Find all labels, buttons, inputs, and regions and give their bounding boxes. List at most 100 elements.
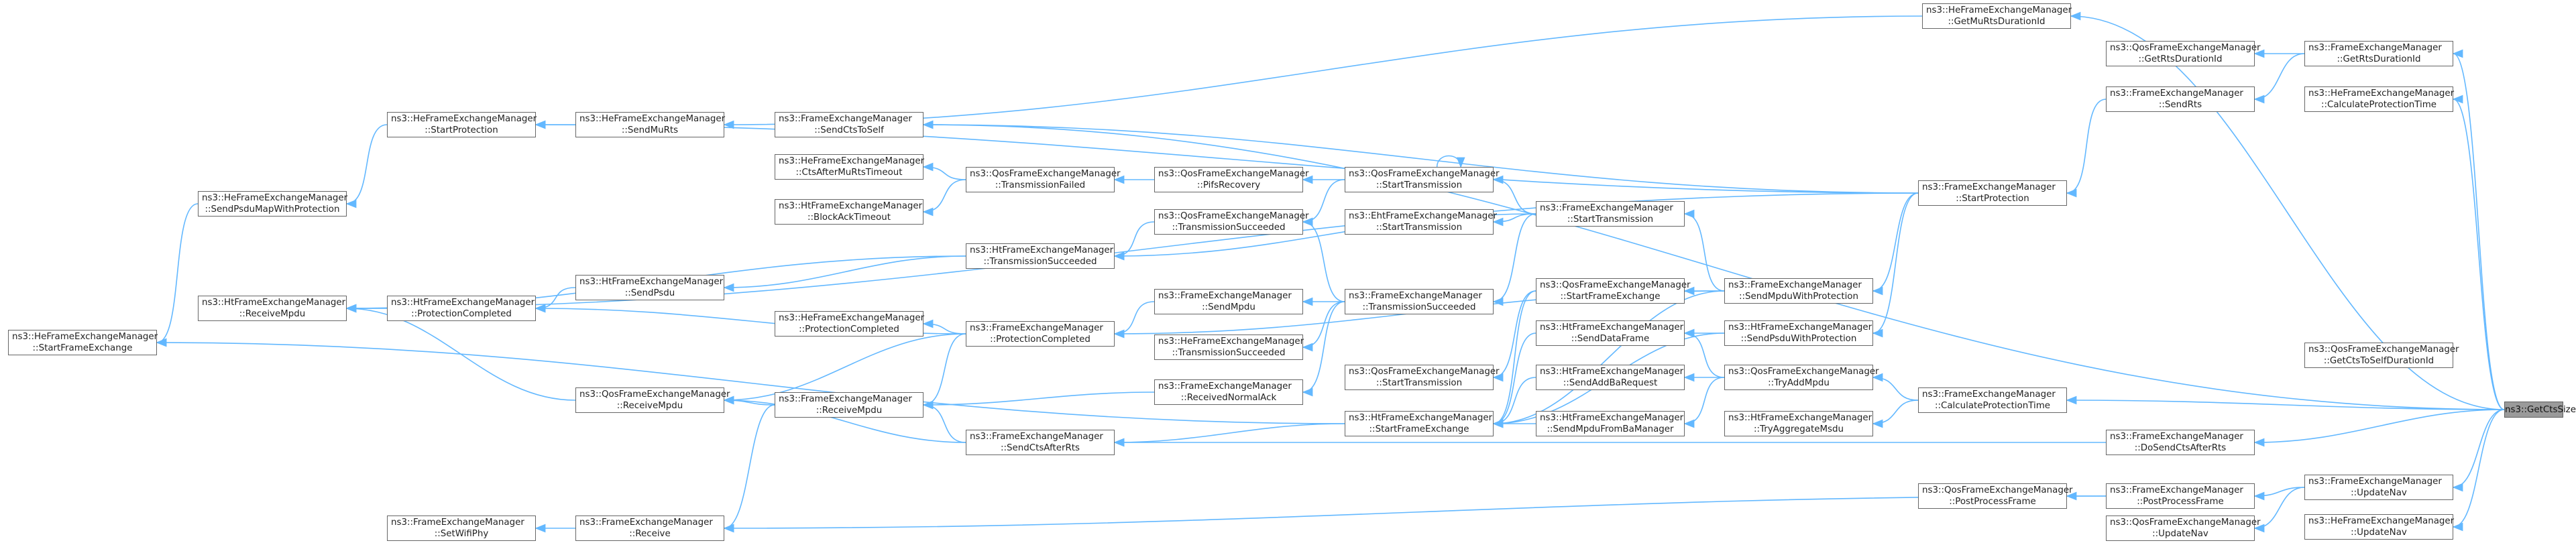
node-fProtectionCompleted[interactable]: ns3::FrameExchangeManager::ProtectionCom…	[966, 321, 1115, 347]
node-fSendMpdu[interactable]: ns3::FrameExchangeManager::SendMpdu	[1154, 289, 1303, 314]
node-label-line1: ns3::FrameExchangeManager	[1922, 182, 2056, 192]
node-label-line2: ::ProtectionCompleted	[411, 309, 512, 319]
node-label-line1: ns3::FrameExchangeManager	[2110, 485, 2243, 495]
node-label-line2: ::SendPsduWithProtection	[1740, 334, 1857, 344]
node-heGetMuRtsDurationId[interactable]: ns3::HeFrameExchangeManager::GetMuRtsDur…	[1922, 3, 2072, 29]
node-fGetRtsDurationId[interactable]: ns3::FrameExchangeManager::GetRtsDuratio…	[2304, 41, 2453, 66]
node-heTransmissionSucceeded[interactable]: ns3::HeFrameExchangeManager::Transmissio…	[1154, 335, 1304, 360]
node-fDoSendCtsAfterRts[interactable]: ns3::FrameExchangeManager::DoSendCtsAfte…	[2106, 430, 2255, 455]
node-fCalculateProtectionTime[interactable]: ns3::FrameExchangeManager::CalculateProt…	[1918, 387, 2067, 413]
node-fStartTransmission[interactable]: ns3::FrameExchangeManager::StartTransmis…	[1536, 201, 1685, 227]
node-fSendRts[interactable]: ns3::FrameExchangeManager::SendRts	[2106, 86, 2255, 112]
node-label-line1: ns3::FrameExchangeManager	[2308, 43, 2442, 53]
edge-qosStartFrameExchange-to-qosStartTransmission2	[1492, 290, 1536, 382]
node-htTryAggregateMsdu[interactable]: ns3::HtFrameExchangeManager::TryAggregat…	[1724, 411, 1873, 436]
edge-getctssize-to-heCalculateProtectionTime	[2452, 95, 2505, 410]
node-heStartFrameExchange[interactable]: ns3::HeFrameExchangeManager::StartFrameE…	[8, 330, 158, 355]
node-label-line1: ns3::FrameExchangeManager	[779, 394, 912, 404]
node-label-line2: ::StartProtection	[425, 125, 498, 135]
node-fSetWifiPhy[interactable]: ns3::FrameExchangeManager::SetWifiPhy	[387, 516, 536, 541]
node-label-line1: ns3::HtFrameExchangeManager	[202, 298, 346, 308]
node-label-line2: ::SendAddBaRequest	[1563, 378, 1658, 388]
node-heProtectionCompleted[interactable]: ns3::HeFrameExchangeManager::ProtectionC…	[775, 311, 924, 337]
node-fSendCtsToSelf[interactable]: ns3::FrameExchangeManager::SendCtsToSelf	[775, 112, 923, 137]
node-label-line1: ns3::HeFrameExchangeManager	[1158, 337, 1304, 347]
node-label-line2: ::PifsRecovery	[1196, 180, 1261, 190]
node-label-line2: ::SendMuRts	[621, 125, 679, 135]
edge-qosStartTransmission-to-qosTransmissionSucceeded	[1302, 179, 1345, 227]
node-htTransmissionSucceeded[interactable]: ns3::HtFrameExchangeManager::Transmissio…	[966, 243, 1115, 269]
node-htSendDataFrame[interactable]: ns3::HtFrameExchangeManager::SendDataFra…	[1536, 320, 1685, 346]
edge-heGetMuRtsDurationId-to-heSendMuRts	[723, 15, 1923, 129]
node-label-line1: ns3::HeFrameExchangeManager	[391, 114, 537, 124]
node-fUpdateNav[interactable]: ns3::FrameExchangeManager::UpdateNav	[2304, 475, 2453, 500]
node-fSendCtsAfterRts[interactable]: ns3::FrameExchangeManager::SendCtsAfterR…	[966, 430, 1115, 455]
node-getctssize[interactable]: ns3::GetCtsSize	[2504, 402, 2576, 418]
node-label-line2: ::GetMuRtsDurationId	[1948, 17, 2046, 27]
node-label-line2: ::DoSendCtsAfterRts	[2134, 443, 2227, 453]
node-label-line1: ns3::QosFrameExchangeManager	[1540, 280, 1691, 290]
node-qosTryAddMpdu[interactable]: ns3::QosFrameExchangeManager::TryAddMpdu	[1724, 365, 1879, 390]
node-label-line2: ::StartFrameExchange	[1560, 292, 1661, 302]
node-label-line1: ns3::HtFrameExchangeManager	[970, 245, 1114, 255]
node-htStartFrameExchange[interactable]: ns3::HtFrameExchangeManager::StartFrameE…	[1345, 411, 1494, 436]
node-label-line2: ::Receive	[629, 529, 671, 539]
edge-fStartProtection-to-fSendMpduWithProtection	[1872, 192, 1919, 296]
node-htSendPsdu[interactable]: ns3::HtFrameExchangeManager::SendPsdu	[575, 275, 724, 300]
node-label-line1: ns3::EhtFrameExchangeManager	[1349, 211, 1498, 221]
edge-htSendPsdu-to-htProtectionCompleted	[535, 287, 576, 313]
node-qosTransmissionFailed[interactable]: ns3::QosFrameExchangeManager::Transmissi…	[966, 167, 1121, 192]
node-label-line1: ns3::QosFrameExchangeManager	[2110, 43, 2261, 53]
node-htSendAddBaRequest[interactable]: ns3::HtFrameExchangeManager::SendAddBaRe…	[1536, 365, 1685, 390]
edge-getctssize-to-fGetRtsDurationId	[2452, 49, 2505, 410]
node-heStartProtection[interactable]: ns3::HeFrameExchangeManager::StartProtec…	[387, 112, 537, 137]
node-label-line2: ::CalculateProtectionTime	[1934, 401, 2051, 411]
node-label-line1: ns3::HeFrameExchangeManager	[779, 156, 925, 166]
node-fSendMpduWithProtection[interactable]: ns3::FrameExchangeManager::SendMpduWithP…	[1724, 278, 1873, 304]
node-fPostProcessFrame[interactable]: ns3::FrameExchangeManager::PostProcessFr…	[2106, 483, 2255, 509]
node-fReceivedNormalAck[interactable]: ns3::FrameExchangeManager::ReceivedNorma…	[1154, 379, 1303, 405]
node-heUpdateNav[interactable]: ns3::HeFrameExchangeManager::UpdateNav	[2304, 514, 2454, 540]
node-qosPifsRecovery[interactable]: ns3::QosFrameExchangeManager::PifsRecove…	[1154, 167, 1309, 192]
node-heCtsAfterMuRtsTimeout[interactable]: ns3::HeFrameExchangeManager::CtsAfterMuR…	[775, 154, 925, 180]
node-label-line2: ::TryAggregateMsdu	[1754, 424, 1844, 434]
node-qosGetCtsToSelfDurationId[interactable]: ns3::QosFrameExchangeManager::GetCtsToSe…	[2304, 343, 2459, 368]
node-htSendPsduWithProtection[interactable]: ns3::HtFrameExchangeManager::SendPsduWit…	[1724, 320, 1873, 346]
node-qosReceiveMpdu[interactable]: ns3::QosFrameExchangeManager::ReceiveMpd…	[575, 387, 730, 413]
node-fReceive[interactable]: ns3::FrameExchangeManager::Receive	[575, 516, 724, 541]
node-htBlockAckTimeout[interactable]: ns3::HtFrameExchangeManager::BlockAckTim…	[775, 199, 923, 225]
node-qosStartFrameExchange[interactable]: ns3::QosFrameExchangeManager::StartFrame…	[1536, 278, 1691, 304]
node-label-line1: ns3::HtFrameExchangeManager	[1540, 413, 1684, 423]
node-label-line1: ns3::QosFrameExchangeManager	[579, 389, 730, 400]
edge-heStartProtection-to-heSendPsduMapWithProtection	[345, 124, 388, 208]
node-label-line2: ::ReceiveMpdu	[816, 406, 883, 416]
node-label-line2: ::GetCtsToSelfDurationId	[2323, 356, 2434, 366]
edge-fProtectionCompleted-to-heProtectionCompleted	[922, 319, 966, 335]
node-label-line1: ns3::HtFrameExchangeManager	[1349, 413, 1493, 423]
node-qosTransmissionSucceeded[interactable]: ns3::QosFrameExchangeManager::Transmissi…	[1154, 209, 1309, 235]
node-heSendPsduMapWithProtection[interactable]: ns3::HeFrameExchangeManager::SendPsduMap…	[198, 191, 347, 217]
node-fReceiveMpdu[interactable]: ns3::FrameExchangeManager::ReceiveMpdu	[775, 392, 923, 418]
node-heCalculateProtectionTime[interactable]: ns3::HeFrameExchangeManager::CalculatePr…	[2304, 86, 2454, 112]
node-fTransmissionSucceeded[interactable]: ns3::FrameExchangeManager::TransmissionS…	[1345, 289, 1494, 314]
node-label-line2: ::ReceiveMpdu	[616, 401, 683, 411]
node-qosUpdateNav[interactable]: ns3::QosFrameExchangeManager::UpdateNav	[2106, 516, 2261, 541]
edge-fTransmissionSucceeded-to-heTransmissionSucceeded	[1302, 301, 1345, 352]
node-fStartProtection[interactable]: ns3::FrameExchangeManager::StartProtecti…	[1918, 180, 2067, 206]
node-label-line2: ::SetWifiPhy	[434, 529, 489, 539]
node-ehtStartTransmission[interactable]: ns3::EhtFrameExchangeManager::StartTrans…	[1345, 209, 1498, 235]
node-qosGetRtsDurationId[interactable]: ns3::QosFrameExchangeManager::GetRtsDura…	[2106, 41, 2261, 66]
node-label-line1: ns3::FrameExchangeManager	[1158, 381, 1292, 391]
node-qosStartTransmission2[interactable]: ns3::QosFrameExchangeManager::StartTrans…	[1345, 365, 1500, 390]
node-qosStartTransmission[interactable]: ns3::QosFrameExchangeManager::StartTrans…	[1345, 167, 1500, 192]
node-label-line1: ns3::QosFrameExchangeManager	[1728, 367, 1879, 377]
node-htProtectionCompleted[interactable]: ns3::HtFrameExchangeManager::ProtectionC…	[387, 296, 536, 321]
node-htReceiveMpdu[interactable]: ns3::HtFrameExchangeManager::ReceiveMpdu	[198, 296, 347, 321]
edge-fCalculateProtectionTime-to-qosTryAddMpdu	[1872, 373, 1919, 401]
edge-fProtectionCompleted-to-qosReceiveMpdu	[723, 333, 966, 405]
node-qosPostProcessFrame[interactable]: ns3::QosFrameExchangeManager::PostProces…	[1918, 483, 2073, 509]
node-htSendMpduFromBaManager[interactable]: ns3::HtFrameExchangeManager::SendMpduFro…	[1536, 411, 1685, 436]
edge-fCalculateProtectionTime-to-htTryAggregateMsdu	[1872, 400, 1919, 428]
node-heSendMuRts[interactable]: ns3::HeFrameExchangeManager::SendMuRts	[575, 112, 725, 137]
